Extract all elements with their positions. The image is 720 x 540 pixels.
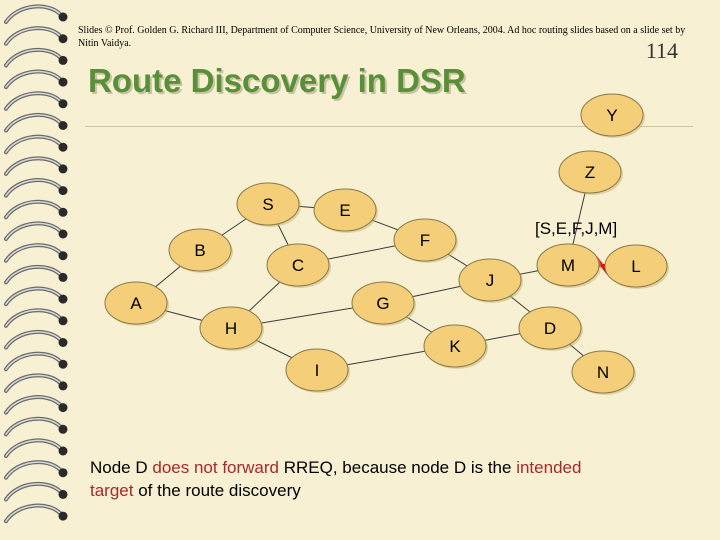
node-a: A (105, 282, 169, 326)
node-m: M (537, 244, 601, 288)
node-label: Z (585, 163, 595, 182)
node-label: Y (606, 106, 617, 125)
route-record-label: [S,E,F,J,M] (535, 219, 617, 238)
node-label: I (315, 361, 320, 380)
node-b: B (169, 229, 233, 273)
caption-highlight-1: does not forward (152, 458, 279, 477)
node-k: K (424, 325, 488, 369)
node-label: E (339, 201, 350, 220)
node-s: S (237, 183, 301, 227)
node-d: D (519, 307, 583, 351)
node-h: H (200, 307, 264, 351)
node-e: E (314, 189, 378, 233)
node-j: J (459, 259, 523, 303)
node-label: K (449, 337, 461, 356)
caption-text-3: of the route discovery (133, 481, 300, 500)
node-label: M (561, 256, 575, 275)
node-label: G (376, 294, 389, 313)
node-g: G (352, 282, 416, 326)
caption-text-1: Node D (90, 458, 152, 477)
node-label: F (420, 231, 430, 250)
caption-text-2: RREQ, because node D is the (279, 458, 516, 477)
node-c: C (267, 244, 331, 288)
node-y: Y (581, 94, 645, 138)
node-label: N (597, 363, 609, 382)
node-label: J (486, 271, 495, 290)
node-z: Z (559, 151, 623, 195)
node-label: H (225, 319, 237, 338)
node-l: L (605, 245, 669, 289)
node-i: I (286, 349, 350, 393)
node-label: S (262, 195, 273, 214)
node-n: N (572, 351, 636, 395)
caption: Node D does not forward RREQ, because no… (90, 456, 610, 502)
node-label: B (194, 241, 205, 260)
node-label: C (292, 256, 304, 275)
highlighted-link-m-l (601, 265, 603, 266)
node-label: L (631, 257, 640, 276)
node-f: F (394, 219, 458, 263)
node-label: D (544, 319, 556, 338)
node-label: A (130, 294, 142, 313)
